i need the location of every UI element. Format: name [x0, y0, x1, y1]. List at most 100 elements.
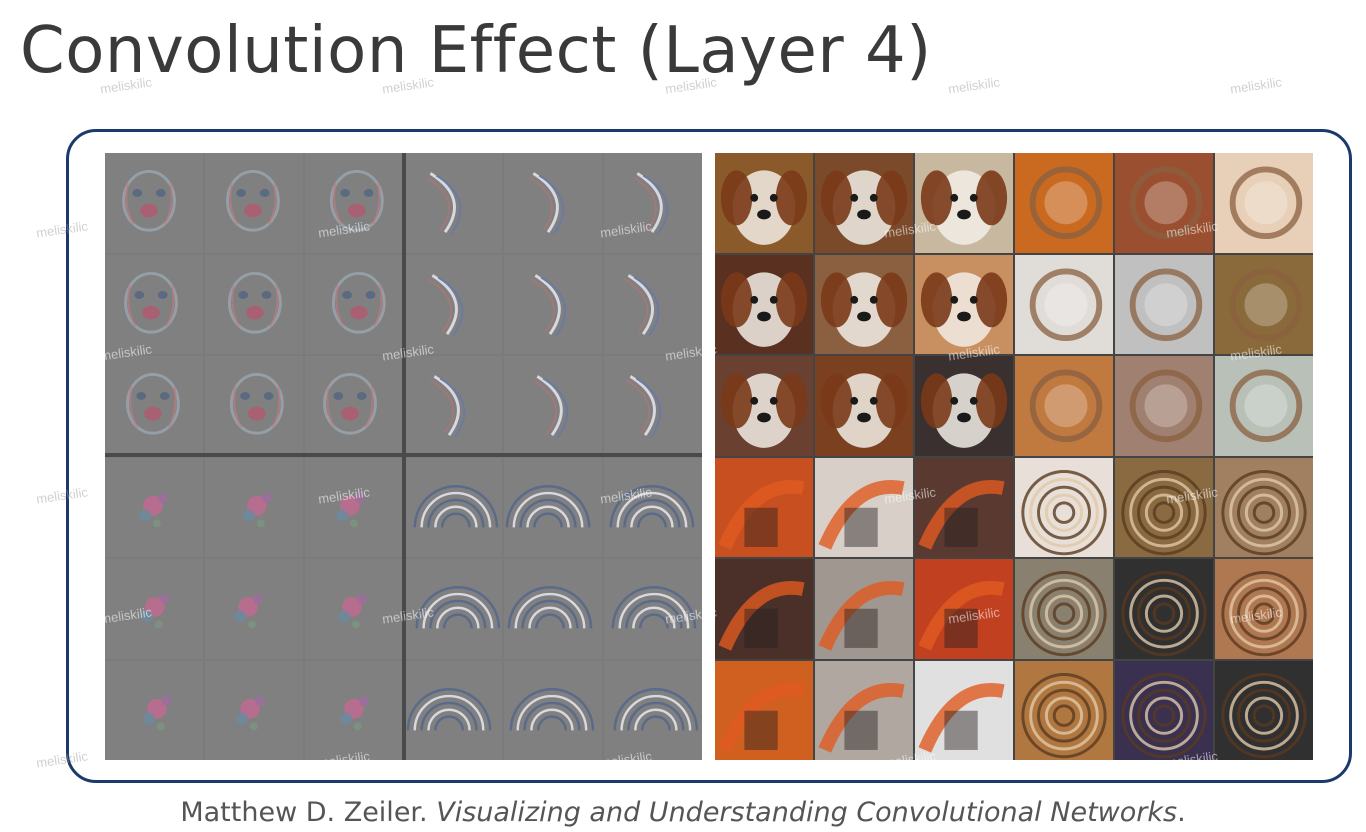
image-patch-graphic [720, 373, 808, 448]
feature-map-cell [304, 457, 403, 557]
feature-pattern-curve [429, 375, 465, 438]
image-patches-panel [715, 153, 1313, 760]
image-patch-graphic [818, 479, 905, 550]
image-patch [1015, 153, 1113, 253]
image-patch-graphic [1121, 469, 1207, 555]
feature-map-cell [204, 254, 303, 354]
feature-pattern-dog-face [331, 271, 386, 334]
image-patch [915, 356, 1013, 456]
image-patch [915, 457, 1013, 557]
feature-pattern-blob [335, 492, 365, 527]
feature-pattern-dog-face [225, 169, 280, 232]
feature-map-cell [404, 559, 503, 659]
feature-pattern-curve [624, 273, 660, 337]
image-patch-graphic [1029, 166, 1103, 240]
feature-map-cell [604, 559, 702, 659]
image-patch-graphic [1021, 469, 1107, 555]
image-patch [915, 153, 1013, 253]
image-patch-graphic [1029, 369, 1103, 443]
slide-title: Convolution Effect (Layer 4) [20, 14, 932, 88]
image-patch-graphic [1121, 571, 1207, 657]
image-patch-graphic [1021, 672, 1107, 758]
feature-pattern-dog-face [229, 372, 284, 435]
image-patch-graphic [820, 170, 908, 245]
feature-map-cell [105, 356, 203, 456]
feature-map-cell [304, 356, 403, 456]
feature-map-cell [504, 356, 603, 456]
image-patch [1115, 153, 1213, 253]
image-patch-graphic [1029, 267, 1103, 341]
feature-pattern-curve [633, 172, 669, 235]
feature-pattern-rings [509, 687, 595, 730]
feature-map-cell [105, 660, 203, 760]
feature-visualization-panel [105, 153, 702, 760]
image-patch [715, 559, 813, 659]
image-patch [715, 153, 813, 253]
image-patch-graphic [918, 479, 1005, 550]
image-patch [1215, 457, 1313, 557]
feature-pattern-dog-face [126, 372, 180, 435]
feature-map-cell [504, 660, 603, 760]
image-patch-graphic [1129, 369, 1203, 443]
feature-pattern-rings [406, 687, 491, 730]
image-patch-graphic [818, 682, 905, 753]
feature-pattern-dog-face [122, 169, 176, 232]
feature-pattern-blob [234, 594, 263, 629]
feature-map-cell [204, 559, 303, 659]
image-patch-graphic [918, 682, 1005, 753]
feature-pattern-curve [529, 172, 565, 235]
image-patch [1115, 254, 1213, 354]
image-patch [1215, 254, 1313, 354]
feature-map-cell [105, 254, 203, 354]
feature-map-cell [504, 254, 603, 354]
caption-author: Matthew D. Zeiler. [180, 797, 437, 828]
feature-pattern-dog-face [124, 271, 178, 334]
image-patch [1115, 356, 1213, 456]
image-patch-graphic [918, 581, 1005, 651]
feature-map-cell [404, 356, 503, 456]
image-patch [1215, 153, 1313, 253]
feature-map-cell [604, 356, 702, 456]
feature-map-cell [604, 254, 702, 354]
image-patch [915, 559, 1013, 659]
feature-map-cell [304, 559, 403, 659]
image-patch [1015, 457, 1113, 557]
feature-map-cell [204, 356, 303, 456]
watermark: meliskilic [1229, 74, 1283, 97]
feature-pattern-rings [611, 586, 697, 629]
image-patch-graphic [718, 479, 805, 550]
feature-map-cell [604, 457, 702, 557]
image-patch-graphic [1229, 166, 1303, 240]
feature-pattern-curve [626, 375, 662, 438]
image-patch [815, 254, 913, 354]
image-patch [815, 660, 913, 760]
feature-map-cell [105, 153, 203, 253]
image-patch [1115, 457, 1213, 557]
feature-pattern-blob [139, 492, 168, 527]
feature-pattern-rings [507, 586, 593, 629]
feature-pattern-rings [413, 484, 498, 527]
feature-pattern-curve [427, 273, 463, 337]
feature-map-cell [105, 457, 203, 557]
feature-pattern-dog-face [227, 271, 282, 334]
figure-frame [66, 129, 1352, 783]
feature-map-cell [404, 457, 503, 557]
caption-paper-title: Visualizing and Understanding Convolutio… [436, 797, 1178, 828]
feature-pattern-curve [533, 375, 569, 438]
image-patch [1215, 660, 1313, 760]
feature-map-cell [304, 660, 403, 760]
feature-map-cell [504, 457, 603, 557]
image-patch-graphic [920, 170, 1008, 245]
feature-pattern-curve [425, 172, 461, 235]
image-patch [715, 660, 813, 760]
image-patch-graphic [1121, 672, 1207, 758]
feature-map-cell [404, 660, 503, 760]
image-patch [1015, 356, 1113, 456]
image-patch-graphic [718, 682, 805, 753]
feature-map-cell [304, 153, 403, 253]
feature-map-cell [604, 660, 702, 760]
image-patch-graphic [718, 581, 805, 651]
caption-end: . [1177, 797, 1186, 828]
feature-pattern-dog-face [322, 372, 377, 435]
image-patch [815, 356, 913, 456]
